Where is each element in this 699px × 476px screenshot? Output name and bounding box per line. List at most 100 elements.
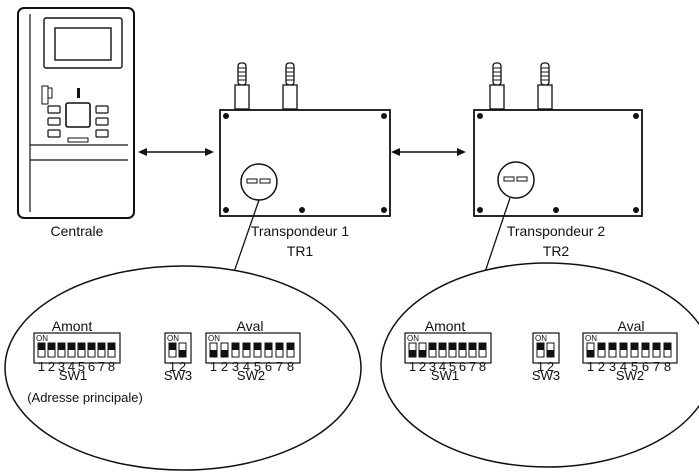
dip-switch-on: [631, 343, 638, 350]
dip-switch-on: [642, 343, 649, 350]
dip-switch-on: [469, 343, 476, 350]
dip-switch-on: [609, 343, 616, 350]
detail-bubble-tr1: [4, 265, 362, 471]
dip-switch-on: [98, 343, 105, 350]
dip-switch-number: 3: [609, 359, 616, 374]
antenna-icon: [282, 62, 298, 110]
dip-switch-off: [179, 350, 186, 357]
tr1-sw1-note: (Adresse principale): [27, 390, 143, 405]
dip-switch-number: 4: [68, 359, 75, 374]
dip-switch-off: [547, 350, 554, 357]
dip-switch-on: [254, 343, 261, 350]
dip-switch-number: 5: [631, 359, 638, 374]
dip-on-label: ON: [167, 334, 179, 343]
dip-switch-number: 6: [265, 359, 272, 374]
dip-switch-on: [449, 343, 456, 350]
tr2-amont-label: Amont: [425, 318, 466, 334]
transponder-2-device: Transpondeur 2 TR2: [473, 62, 643, 259]
dip-switch-on: [68, 343, 75, 350]
dip-switch-on: [58, 343, 65, 350]
tr1-sw3-label: SW3: [164, 368, 192, 383]
dip-switch-number: 5: [78, 359, 85, 374]
dip-switch-on: [664, 343, 671, 350]
dip-switch-number: 7: [276, 359, 283, 374]
dip-switch-number: 4: [620, 359, 627, 374]
dip-switch-on: [232, 343, 239, 350]
antenna-icon: [489, 62, 505, 110]
transponder-1-code: TR1: [287, 243, 314, 259]
dip-switch-number: 1: [169, 359, 176, 374]
dip-switch-number: 2: [221, 359, 228, 374]
dip-switch-number: 6: [642, 359, 649, 374]
dip-switch-on: [653, 343, 660, 350]
dip-switch-on: [108, 343, 115, 350]
dip-switch-on: [38, 343, 45, 350]
tr2-sw1-label: SW1: [431, 368, 459, 383]
dip-housing: [164, 332, 192, 364]
centrale-label: Centrale: [51, 223, 104, 239]
dip-on-label: ON: [407, 334, 419, 343]
dip-switch-number: 4: [439, 359, 446, 374]
tr1-sw2-label: SW2: [237, 368, 265, 383]
dip-switch-off: [409, 350, 416, 357]
dip-switch-number: 5: [449, 359, 456, 374]
dip-switch-on: [459, 343, 466, 350]
dip-switch-on: [169, 343, 176, 350]
dip-switch-on: [78, 343, 85, 350]
dip-switch-number: 1: [409, 359, 416, 374]
centrale-device: Centrale: [17, 7, 135, 239]
dip-switch-number: 2: [179, 359, 186, 374]
dip-switch-on: [276, 343, 283, 350]
dip-switch-number: 6: [88, 359, 95, 374]
dip-switch-on: [243, 343, 250, 350]
dip-switch-number: 3: [429, 359, 436, 374]
antenna-icon: [234, 62, 250, 110]
dip-switch-on: [620, 343, 627, 350]
dip-switch-number: 8: [287, 359, 294, 374]
dip-switch-off: [587, 350, 594, 357]
tr1-aval-label: Aval: [237, 318, 264, 334]
tr1-amont-label: Amont: [52, 318, 93, 334]
antenna-icon: [537, 62, 553, 110]
callout-line-tr1: [233, 199, 260, 273]
transponder-2-label: Transpondeur 2: [507, 223, 606, 239]
dip-switch-number: 3: [232, 359, 239, 374]
dip-switch-off: [210, 350, 217, 357]
dip-switch-number: 2: [419, 359, 426, 374]
dip-switch-number: 5: [254, 359, 261, 374]
transponder-2-code: TR2: [543, 243, 570, 259]
dip-switch-number: 2: [547, 359, 554, 374]
dip-switch-number: 7: [469, 359, 476, 374]
tr2-sw2-label: SW2: [616, 368, 644, 383]
dip-switch-number: 1: [537, 359, 544, 374]
dip-switch-number: 2: [48, 359, 55, 374]
dip-switch-on: [429, 343, 436, 350]
dip-switch-number: 8: [108, 359, 115, 374]
dip-switch-on: [479, 343, 486, 350]
dip-on-label: ON: [208, 334, 220, 343]
link-arrow-tr1-tr2: [391, 148, 466, 156]
dip-switch-number: 1: [38, 359, 45, 374]
dip-switch-on: [287, 343, 294, 350]
tr2-aval-label: Aval: [618, 318, 645, 334]
dip-switch-number: 8: [664, 359, 671, 374]
dip-on-label: ON: [535, 334, 547, 343]
dip-switch-number: 1: [587, 359, 594, 374]
dip-switch-number: 2: [598, 359, 605, 374]
dip-switch-on: [439, 343, 446, 350]
detail-bubble-tr2: [380, 262, 699, 468]
dip-switch-number: 3: [58, 359, 65, 374]
transponder-1-device: Transpondeur 1 TR1: [219, 62, 391, 259]
link-arrow-centrale-tr1: [138, 148, 214, 156]
dip-switch-on: [88, 343, 95, 350]
dip-switch-number: 7: [653, 359, 660, 374]
dip-switch-on: [48, 343, 55, 350]
dip-switch-number: 8: [479, 359, 486, 374]
